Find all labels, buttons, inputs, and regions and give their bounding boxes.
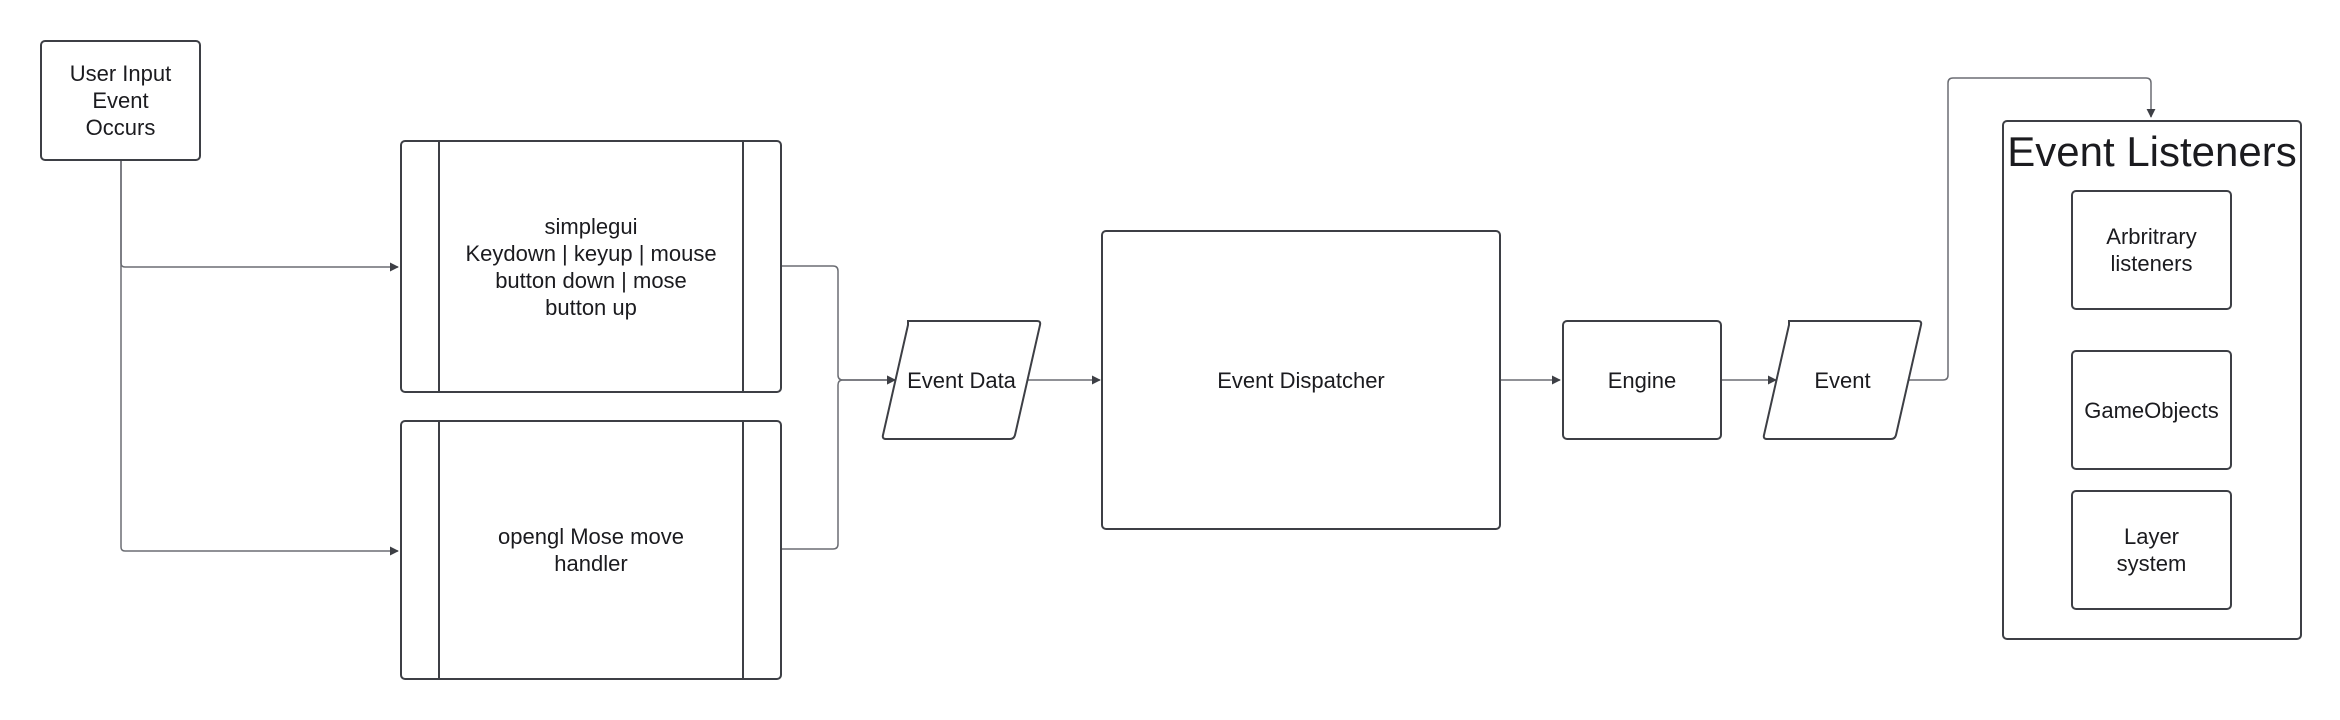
layer-system-label: Layer system bbox=[2116, 524, 2187, 576]
connector-simplegui-to-event-data bbox=[782, 265, 896, 385]
event-data-node[interactable]: Event Data bbox=[880, 319, 1043, 441]
simplegui-handler-label: simplegui Keydown | keyup | mouse button… bbox=[465, 213, 717, 320]
event-listeners-title: Event Listeners bbox=[2007, 128, 2297, 175]
connector-user-to-opengl bbox=[120, 161, 399, 556]
gameobjects-node[interactable]: GameObjects bbox=[2071, 350, 2232, 470]
arbitrary-listeners-node[interactable]: Arbritrary listeners bbox=[2071, 190, 2232, 310]
user-input-node[interactable]: User Input Event Occurs bbox=[40, 40, 201, 161]
event-data-shape bbox=[881, 320, 1042, 440]
simplegui-handler-node[interactable]: simplegui Keydown | keyup | mouse button… bbox=[400, 140, 782, 393]
arbitrary-listeners-label: Arbritrary listeners bbox=[2106, 224, 2197, 276]
opengl-handler-node[interactable]: opengl Mose move handler bbox=[400, 420, 782, 680]
event-label: Event bbox=[1814, 367, 1871, 393]
event-shape bbox=[1762, 320, 1923, 440]
event-dispatcher-node[interactable]: Event Dispatcher bbox=[1101, 230, 1501, 530]
event-node[interactable]: Event bbox=[1761, 319, 1924, 441]
opengl-handler-label: opengl Mose move handler bbox=[498, 524, 684, 576]
event-dispatcher-label: Event Dispatcher bbox=[1217, 367, 1385, 393]
connector-user-to-simplegui bbox=[120, 161, 399, 272]
event-data-label: Event Data bbox=[907, 367, 1016, 393]
gameobjects-label: GameObjects bbox=[2084, 397, 2219, 423]
connector-event-to-listeners bbox=[1905, 77, 2156, 381]
engine-node[interactable]: Engine bbox=[1562, 320, 1722, 440]
layer-system-node[interactable]: Layer system bbox=[2071, 490, 2232, 610]
user-input-label: User Input Event Occurs bbox=[69, 61, 172, 140]
engine-label: Engine bbox=[1607, 367, 1677, 393]
connector-opengl-to-event-data bbox=[782, 375, 896, 550]
